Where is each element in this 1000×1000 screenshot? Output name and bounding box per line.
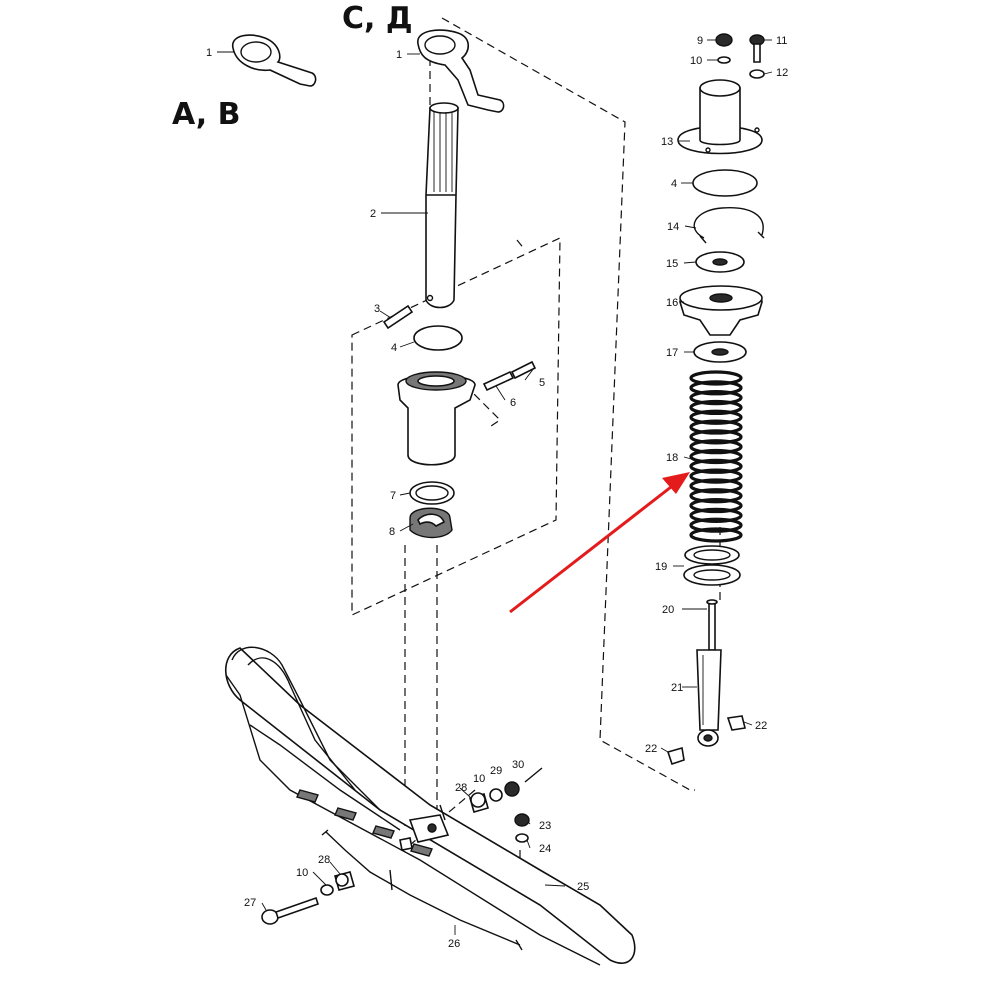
- callout-29: 29: [490, 765, 502, 777]
- part-20-shock-rod: [706, 599, 718, 651]
- spring-coil: [689, 380, 743, 396]
- part-14-circlip: [693, 207, 765, 244]
- part-28-spacer-lower: [334, 871, 355, 891]
- callout-8: 8: [389, 526, 395, 538]
- spring-coil: [689, 488, 743, 504]
- spring-coil: [689, 419, 743, 435]
- group-label-left: A, B: [172, 97, 240, 132]
- callout-14: 14: [667, 221, 679, 233]
- callout-10-lower: 10: [296, 867, 308, 879]
- part-11-bolt: [749, 34, 765, 63]
- callout-28-upper: 28: [455, 782, 467, 794]
- callout-22-left: 22: [645, 743, 657, 755]
- spring-coil: [689, 399, 743, 416]
- spring-coil: [689, 429, 743, 445]
- part-17-washer: [693, 341, 747, 363]
- part-12-washer: [749, 69, 765, 79]
- callout-4-center: 4: [391, 342, 397, 354]
- part-27-bolt: [261, 896, 320, 925]
- callout-7: 7: [390, 490, 396, 502]
- part-19-lower-spring-seat: [683, 545, 741, 586]
- callout-22-right: 22: [755, 720, 767, 732]
- part-10-washer: [717, 56, 731, 64]
- spring-coil: [689, 439, 743, 455]
- part-4-o-ring: [413, 325, 463, 351]
- callout-19: 19: [655, 561, 667, 573]
- callout-5: 5: [539, 377, 545, 389]
- spring-coil: [689, 507, 743, 523]
- callout-1-left: 1: [206, 47, 212, 59]
- group-label-center: C, Д: [342, 1, 413, 36]
- part-15-washer: [695, 251, 745, 273]
- callout-30: 30: [512, 759, 524, 771]
- part-3-pin: [382, 304, 414, 330]
- part-28-spacer-upper: [469, 792, 489, 813]
- spring-coil: [689, 478, 743, 494]
- part-8-bushing: [409, 507, 453, 539]
- callout-20: 20: [662, 604, 674, 616]
- callout-12: 12: [776, 67, 788, 79]
- part-13-shock-top-mount: [677, 79, 763, 155]
- part-5-grease-fitting: [510, 360, 537, 380]
- part-22-bushing-left: [666, 746, 685, 766]
- part-16-spring-seat: [679, 285, 763, 336]
- part-9-nut: [715, 33, 733, 47]
- ski-assembly: [225, 646, 636, 966]
- part-4-o-ring-right: [692, 169, 758, 197]
- callout-10-top: 10: [690, 55, 702, 67]
- callout-21: 21: [671, 682, 683, 694]
- callout-25: 25: [577, 881, 589, 893]
- callout-23: 23: [539, 820, 551, 832]
- part-10-washer-lower: [320, 884, 334, 896]
- callout-10-upper: 10: [473, 773, 485, 785]
- callout-27: 27: [244, 897, 256, 909]
- callout-4-right: 4: [671, 178, 677, 190]
- part-22-bushing-right: [726, 715, 746, 731]
- part-1-spanner-wrench-left: [232, 34, 317, 87]
- part-18-coil-spring: [689, 370, 743, 543]
- part-29-nut: [504, 781, 520, 797]
- callout-11: 11: [776, 35, 787, 47]
- callout-6: 6: [510, 397, 516, 409]
- spindle-housing: [397, 371, 476, 466]
- spring-coil: [689, 458, 743, 474]
- callout-28-lower: 28: [318, 854, 330, 866]
- callout-18: 18: [666, 452, 678, 464]
- callout-numbers: 1 1 2 3 4 5 6 7 8 9 10 11 12 13 4 14 15 …: [206, 35, 788, 950]
- part-6-bolt: [482, 370, 515, 392]
- part-1-steering-arm: [417, 29, 505, 113]
- callout-16: 16: [666, 297, 678, 309]
- highlight-arrow: [509, 472, 690, 614]
- spring-coil: [689, 497, 743, 514]
- leader-lines: [217, 39, 773, 935]
- callout-17: 17: [666, 347, 678, 359]
- spring-coil: [689, 448, 743, 465]
- callout-26: 26: [448, 938, 460, 950]
- callout-15: 15: [666, 258, 678, 270]
- callout-3: 3: [374, 303, 380, 315]
- spring-coil: [689, 409, 743, 425]
- callout-2: 2: [370, 208, 376, 220]
- spring-coil: [689, 468, 743, 484]
- spring-coil: [689, 370, 743, 386]
- callout-24: 24: [539, 843, 551, 855]
- part-7-bushing-ring: [409, 481, 455, 505]
- part-30-cotter-pin: [524, 767, 543, 783]
- spring-coil: [689, 390, 743, 406]
- part-21-shock-absorber-body: [696, 649, 722, 747]
- part-26-carbide-runner: [321, 829, 523, 951]
- part-2-spindle-shaft: [425, 102, 459, 309]
- part-10-washer-upper: [489, 788, 503, 802]
- callout-1-center: 1: [396, 49, 402, 61]
- callout-13: 13: [661, 136, 673, 148]
- spring-coil: [689, 517, 743, 533]
- callout-9: 9: [697, 35, 703, 47]
- part-23-nut: [514, 813, 530, 827]
- spring-coil: [689, 527, 743, 543]
- part-24-washer: [515, 833, 529, 843]
